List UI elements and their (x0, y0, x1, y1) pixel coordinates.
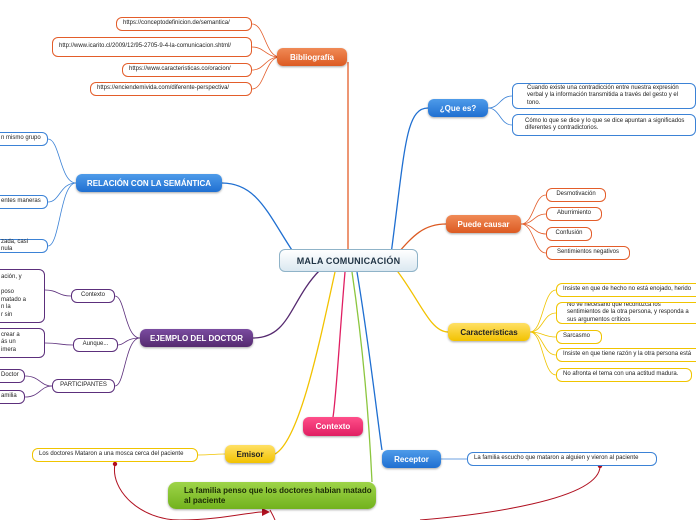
que-es-definition-1[interactable]: Cuando existe una contradicción entre nu… (512, 83, 696, 109)
topic-emisor[interactable]: Emisor (225, 445, 275, 463)
caracteristica-5[interactable]: No afronta el tema con una actitud madur… (556, 368, 692, 382)
receptor-mensaje[interactable]: La familia escucho que mataron a alguien… (467, 452, 657, 466)
relacion-item-3[interactable]: zada, casi nula (0, 239, 48, 253)
participante-familia[interactable]: amilia (0, 390, 25, 404)
caracteristica-4[interactable]: Insiste en que tiene razón y la otra per… (556, 348, 696, 362)
topic-familia-conclusion[interactable]: La familia penso que los doctores habian… (168, 482, 376, 509)
participante-doctor[interactable]: Doctor (0, 369, 25, 383)
bibliografia-link-3[interactable]: https://www.caracteristicas.co/oracion/ (122, 63, 252, 77)
topic-receptor[interactable]: Receptor (382, 450, 441, 468)
caracteristica-1[interactable]: Insiste en que de hecho no está enojado,… (556, 283, 696, 297)
ejemplo-participantes[interactable]: PARTICIPANTES (52, 379, 115, 393)
emisor-mensaje[interactable]: Los doctores Mataron a una mosca cerca d… (32, 448, 198, 462)
topic-puede-causar[interactable]: Puede causar (446, 215, 521, 233)
central-topic[interactable]: MALA COMUNICACIÓN (279, 249, 418, 272)
ejemplo-aunque[interactable]: Aunque... (73, 338, 118, 352)
caracteristica-2[interactable]: No ve necesario que reconozca los sentim… (556, 302, 696, 324)
causa-desmotivacion[interactable]: Desmotivación (546, 188, 606, 202)
caracteristica-3[interactable]: Sarcasmo (556, 330, 602, 344)
topic-ejemplo-doctor[interactable]: EJEMPLO DEL DOCTOR (140, 329, 253, 347)
ejemplo-aunque-text[interactable]: crear a ás un imera (0, 328, 45, 358)
topic-caracteristicas[interactable]: Características (448, 323, 530, 341)
relacion-item-2[interactable]: entes maneras (0, 195, 48, 209)
causa-aburrimiento[interactable]: Aburrimiento (546, 207, 602, 221)
bibliografia-link-4[interactable]: https://enciendemivida.com/diferente-per… (90, 82, 252, 96)
topic-que-es[interactable]: ¿Que es? (428, 99, 488, 117)
topic-relacion-semantica[interactable]: RELACIÓN CON LA SEMÁNTICA (76, 174, 222, 192)
relacion-item-1[interactable]: n mismo grupo (0, 132, 48, 146)
que-es-definition-2[interactable]: Cómo lo que se dice y lo que se dice apu… (512, 114, 696, 136)
bibliografia-link-2[interactable]: http://www.icarito.cl/2009/12/95-2705-9-… (52, 37, 252, 57)
causa-sentimientos-negativos[interactable]: Sentimientos negativos (546, 246, 630, 260)
topic-contexto[interactable]: Contexto (303, 417, 363, 436)
ejemplo-contexto-text[interactable]: ación, y poso matado a n la r sin (0, 269, 45, 323)
causa-confusion[interactable]: Confusión (546, 227, 592, 241)
ejemplo-contexto[interactable]: Contexto (71, 289, 115, 303)
topic-bibliografia[interactable]: Bibliografía (277, 48, 347, 66)
bibliografia-link-1[interactable]: https://conceptodefinicion.de/semantica/ (116, 17, 252, 31)
